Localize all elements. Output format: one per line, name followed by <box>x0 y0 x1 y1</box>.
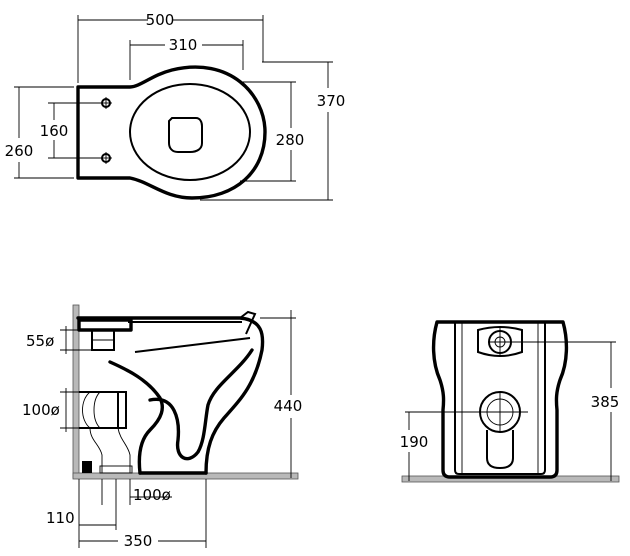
rear-body-outer <box>431 320 569 479</box>
dim-440: 440 <box>274 397 303 415</box>
dim-160: 160 <box>40 122 69 140</box>
outlet-pipe <box>79 391 127 429</box>
seat-cutout <box>168 117 203 153</box>
seat-notch <box>239 310 257 335</box>
inlet-frame <box>477 326 523 357</box>
dim-260: 260 <box>5 142 34 160</box>
bowl-opening <box>129 83 251 181</box>
outlet-slot <box>486 430 514 470</box>
dim-110: 110 <box>46 509 75 527</box>
floor-fixing <box>82 461 92 473</box>
water-inlet <box>77 318 133 351</box>
dim-190: 190 <box>400 433 429 451</box>
top-view-outline <box>76 65 267 200</box>
rim-inner <box>128 321 251 353</box>
rear-view: 385 190 <box>400 320 620 483</box>
side-view: 55ø 100ø 440 100ø 110 350 <box>22 304 303 550</box>
pan-outline <box>76 316 265 475</box>
top-view: 500 310 370 280 260 160 <box>5 11 346 201</box>
rear-body-inner-lines <box>461 322 539 474</box>
dim-280: 280 <box>276 131 305 149</box>
dim-500: 500 <box>146 11 175 29</box>
dim-100-floor: 100ø <box>133 486 171 504</box>
dim-55: 55ø <box>26 332 54 350</box>
dim-310: 310 <box>169 36 198 54</box>
floor-outlet <box>89 427 133 474</box>
dim-370: 370 <box>317 92 346 110</box>
dim-100-side: 100ø <box>22 401 60 419</box>
rear-body-inner <box>454 322 546 475</box>
dim-385: 385 <box>591 393 620 411</box>
dim-350: 350 <box>124 532 153 550</box>
siphon <box>148 348 254 461</box>
pan-inner-bowl <box>108 360 164 475</box>
